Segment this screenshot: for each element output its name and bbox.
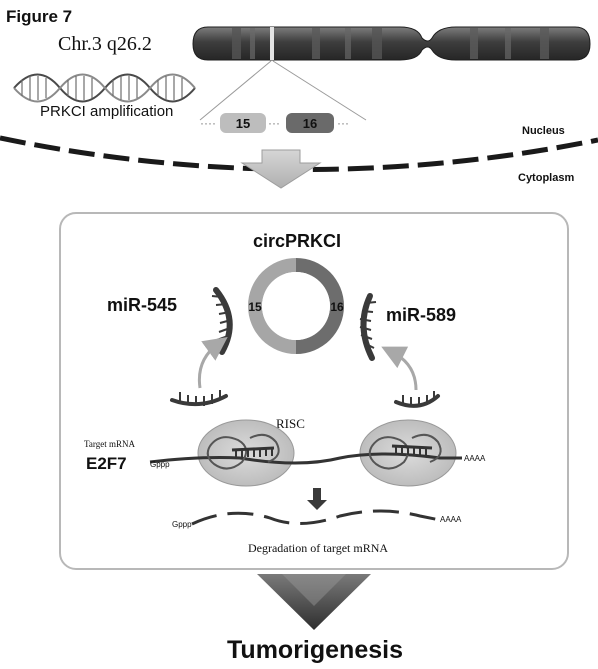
chromosome-band	[540, 28, 549, 59]
ring-exon-15-half	[248, 258, 296, 354]
risc-loop-right	[368, 433, 442, 470]
chromosome-band	[372, 28, 382, 59]
exon-16-label: 16	[303, 116, 317, 131]
degraded-cap-label: Gppp	[172, 520, 192, 529]
target-mrna-strand	[149, 452, 462, 465]
free-mirna-right-icon	[394, 391, 440, 408]
dna-helix-icon	[13, 73, 196, 103]
nucleus-label: Nucleus	[522, 125, 565, 137]
ring-exon-16-half	[296, 258, 344, 354]
exon-16-box	[286, 113, 334, 133]
exon-track: ···· 15 ··· 16 ···	[200, 113, 349, 133]
figure-label: Figure 7	[6, 7, 72, 26]
chromosome-3	[192, 26, 591, 61]
chromosome-band	[250, 28, 255, 59]
exon-dots-right: ···	[337, 116, 349, 130]
circprkci-ring: 15 16	[248, 258, 344, 354]
exon-dots-middle: ···	[268, 116, 280, 130]
risc-loop-left	[206, 433, 280, 470]
mir-545-label: miR-545	[107, 295, 177, 315]
degradation-arrow-icon	[307, 488, 327, 510]
degraded-mrna-strand	[191, 509, 441, 526]
mir-589-bound-icon	[359, 293, 377, 361]
free-mirna-left-icon	[170, 390, 228, 407]
export-arrow-icon	[240, 149, 322, 189]
circprkci-title: circPRKCI	[253, 231, 341, 251]
amplification-label: PRKCI amplification	[40, 103, 173, 120]
mrna-cap-label: Gppp	[150, 460, 170, 469]
target-mrna-caption: Target mRNA	[84, 439, 135, 449]
target-gene-label: E2F7	[86, 454, 127, 473]
cytoplasm-label: Cytoplasm	[518, 172, 574, 184]
ring-exon-16-label: 16	[330, 300, 344, 314]
chromosome-band	[505, 28, 511, 59]
exon-15-box	[220, 113, 266, 133]
exon-15-label: 15	[236, 116, 250, 131]
degradation-label: Degradation of target mRNA	[248, 541, 388, 555]
locus-marker	[270, 27, 274, 60]
curved-arrow-left	[197, 336, 228, 389]
outcome-arrow-icon	[257, 574, 371, 630]
chromosome-band	[232, 28, 241, 59]
zoom-line-left	[199, 60, 272, 121]
risc-mirna-right-icon	[391, 444, 433, 456]
degraded-polya-label: AAAA	[440, 515, 462, 524]
curved-arrow-right	[381, 346, 418, 391]
outcome-label: Tumorigenesis	[227, 636, 403, 664]
risc-mirna-left-icon	[231, 446, 275, 458]
chromosome-band	[470, 28, 478, 59]
mrna-polya-label: AAAA	[464, 454, 486, 463]
chromosome-band	[345, 28, 351, 59]
ring-exon-15-label: 15	[248, 300, 262, 314]
mir-589-label: miR-589	[386, 305, 456, 325]
risc-label: RISC	[276, 416, 305, 431]
exon-dots-left: ····	[200, 116, 216, 130]
cytoplasm-panel	[59, 212, 569, 570]
chromosome-label: Chr.3 q26.2	[58, 33, 152, 55]
chromosome-band	[312, 28, 320, 59]
zoom-line-right	[272, 60, 367, 121]
